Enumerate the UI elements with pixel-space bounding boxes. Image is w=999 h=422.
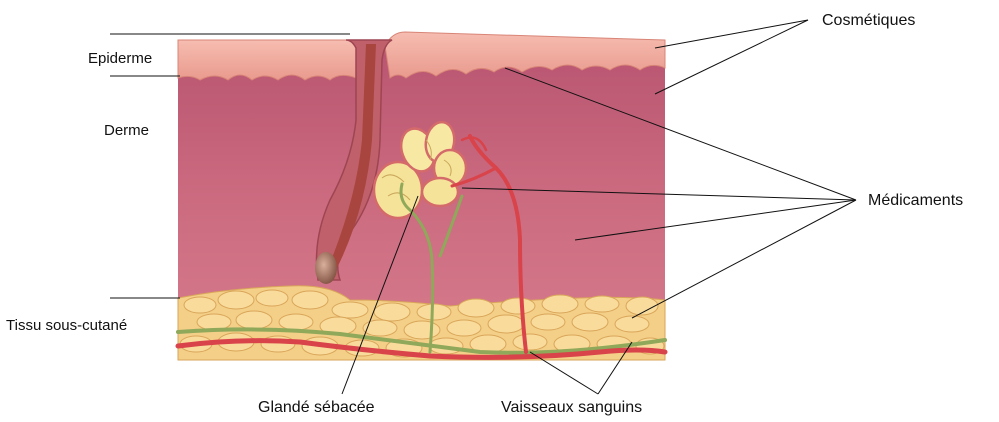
epidermis-layer-left (178, 40, 356, 80)
label-cosmetiques: Cosmétiques (822, 13, 915, 29)
label-tissu-sous-cutane: Tissu sous-cutané (6, 318, 127, 333)
label-vaisseaux-sanguins: Vaisseaux sanguins (501, 400, 642, 416)
label-epiderme: Epiderme (88, 51, 152, 66)
hair-bulb (315, 252, 337, 284)
label-glande-sebacee: Glandé sébacée (258, 400, 375, 416)
label-derme: Derme (104, 123, 149, 138)
label-medicaments: Médicaments (868, 193, 963, 209)
